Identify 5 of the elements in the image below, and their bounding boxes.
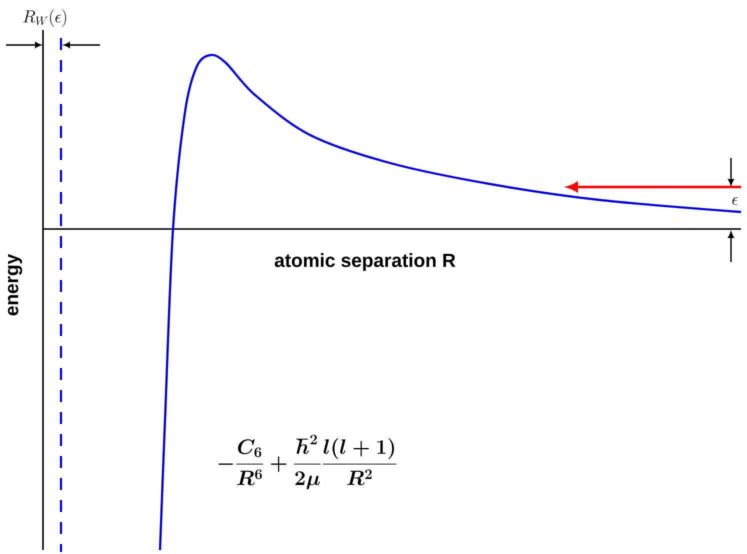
dimension-label: $\epsilon$ — [732, 197, 738, 205]
dimension-label: $R_W(\epsilon)$ — [23, 9, 66, 27]
axis-label: atomic separation R — [274, 253, 456, 271]
axis-label: energy — [8, 254, 22, 316]
formula: $-\frac{C_6}{R^6}+\frac{\hbar^2}{2\mu}\frac{l(l+1)}{R^2}$ — [218, 434, 396, 490]
